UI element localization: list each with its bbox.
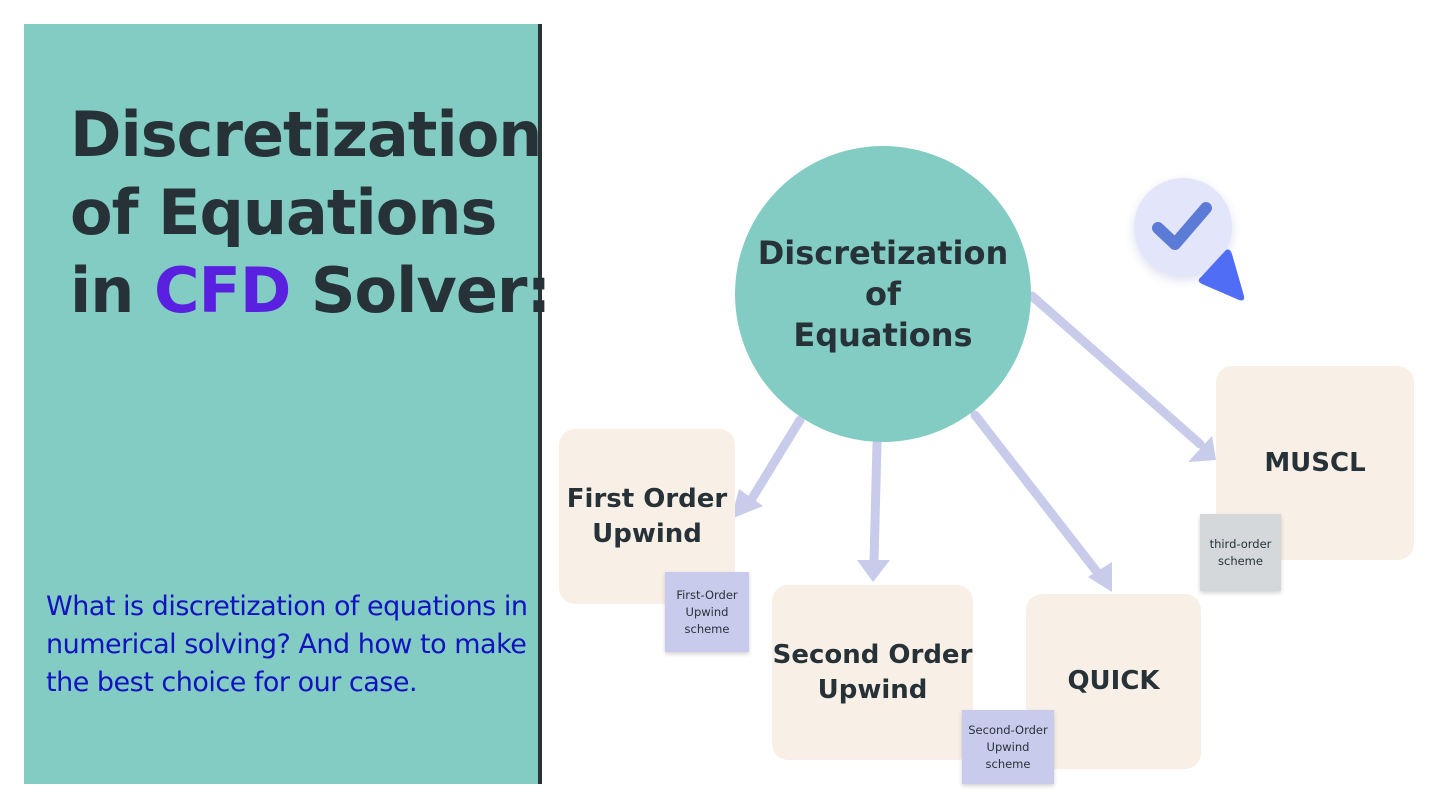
- node-muscl-label: MUSCL: [1264, 448, 1366, 478]
- title-line-3-post: Solver:: [290, 254, 551, 327]
- sticky-note-second-order: Second-Order Upwind scheme: [962, 710, 1054, 784]
- title-accent-cfd: CFD: [153, 254, 291, 327]
- slide-subtitle: What is discretization of equations in n…: [46, 591, 528, 698]
- title-line-1: Discretization: [70, 98, 542, 171]
- center-node: Discretization of Equations: [735, 146, 1031, 442]
- left-panel: [24, 24, 538, 784]
- check-icon: [1134, 178, 1232, 276]
- node-first-order-upwind: First Order Upwind: [559, 429, 735, 604]
- title-line-3-pre: in: [70, 254, 154, 327]
- arrow-to-muscl: [1027, 291, 1216, 462]
- slide-title: Discretization of Equations in CFD Solve…: [70, 96, 551, 330]
- title-line-2: of Equations: [70, 176, 497, 249]
- node-quick: QUICK: [1026, 594, 1201, 769]
- panel-divider: [538, 24, 542, 784]
- cursor-pointer-icon: [1198, 249, 1245, 301]
- sticky-note-second-order-text: Second-Order Upwind scheme: [968, 722, 1048, 771]
- arrow-to-quick: [970, 410, 1112, 592]
- arrow-to-second-order: [857, 438, 890, 582]
- arrow-to-first-order: [731, 415, 805, 519]
- sticky-note-muscl: third-order scheme: [1200, 514, 1281, 591]
- sticky-note-first-order-text: First-Order Upwind scheme: [676, 587, 738, 636]
- sticky-note-first-order: First-Order Upwind scheme: [665, 572, 749, 652]
- sticky-note-muscl-text: third-order scheme: [1209, 536, 1272, 568]
- node-second-order-label: Second Order Upwind: [772, 639, 973, 705]
- center-node-label: Discretization of Equations: [757, 233, 1009, 354]
- node-first-order-label: First Order Upwind: [566, 483, 728, 549]
- node-quick-label: QUICK: [1067, 666, 1160, 696]
- node-second-order-upwind: Second Order Upwind: [772, 585, 973, 760]
